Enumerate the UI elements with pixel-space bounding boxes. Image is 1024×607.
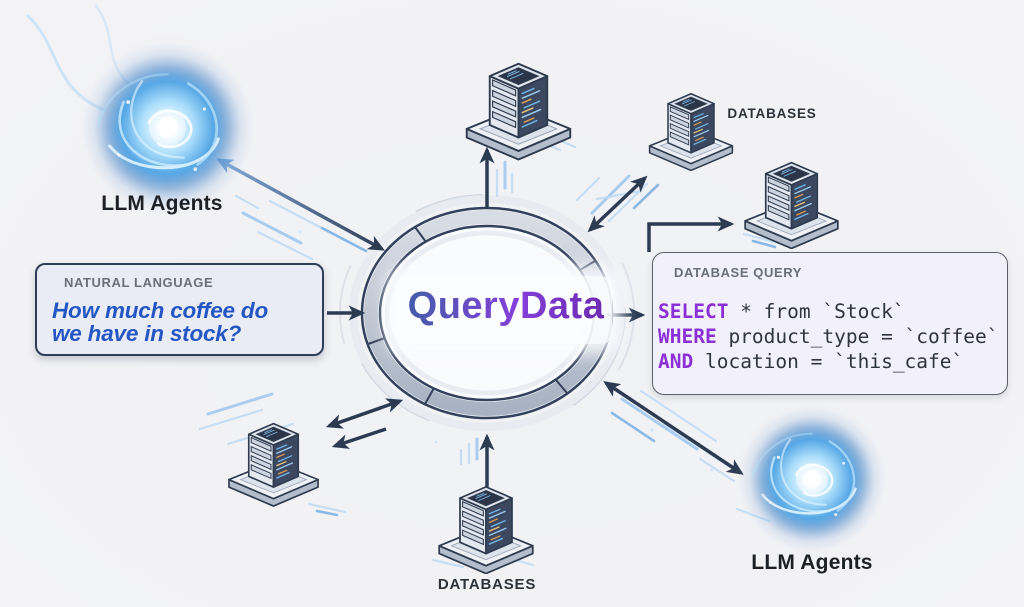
llm-agents-bottom-label: LLM Agents [751, 551, 873, 574]
sql-keyword: SELECT [658, 300, 729, 323]
sql-text: location = `this_cafe` [693, 350, 964, 373]
sql-keyword: AND [658, 350, 694, 373]
database-query-heading: DATABASE QUERY [674, 265, 803, 280]
arrow-center-db-top-right [587, 175, 648, 233]
arrow-elbow-to-db-right [647, 216, 735, 252]
sql-line-select: SELECT * from `Stock` [658, 299, 998, 324]
querydata-title: QueryData [400, 285, 612, 328]
sql-code: SELECT * from `Stock` WHERE product_type… [658, 299, 998, 374]
natural-language-box: NATURAL LANGUAGE How much coffee do we h… [35, 263, 324, 356]
arrow-to-db-bottom-left [331, 427, 387, 449]
ring-notches [367, 226, 596, 405]
sql-text: * from `Stock` [728, 300, 905, 323]
sql-line-where: WHERE product_type = `coffee` [658, 324, 998, 349]
question-line-1: How much coffee do [52, 298, 269, 323]
databases-top-right-label: DATABASES [727, 106, 817, 121]
llm-agents-top-label: LLM Agents [101, 192, 223, 215]
database-server-top-icon [461, 34, 576, 161]
arrow-center-db-bottom-left [325, 398, 404, 429]
database-server-bottom-left-icon [224, 398, 323, 507]
arrow-center-llm-top-left [216, 158, 385, 251]
sql-text: product_type = `coffee` [716, 325, 999, 348]
database-server-top-right-1-icon [645, 70, 737, 171]
question-line-2: we have in stock? [52, 321, 242, 346]
sql-line-and: AND location = `this_cafe` [658, 349, 998, 374]
arrow-center-llm-bottom-right [603, 381, 744, 475]
database-server-bottom-icon [434, 460, 538, 574]
natural-language-question: How much coffee do we have in stock? [52, 299, 268, 345]
database-query-box: DATABASE QUERY SELECT * from `Stock` WHE… [652, 252, 1008, 395]
center-title-backdrop [396, 276, 612, 344]
databases-bottom-label: DATABASES [437, 576, 537, 593]
llm-flame-bottom-right-icon [733, 400, 891, 558]
database-server-top-right-2-icon [740, 136, 843, 249]
natural-language-heading: NATURAL LANGUAGE [64, 275, 214, 290]
sql-keyword: WHERE [658, 325, 717, 348]
llm-flame-top-left-icon [75, 35, 260, 220]
